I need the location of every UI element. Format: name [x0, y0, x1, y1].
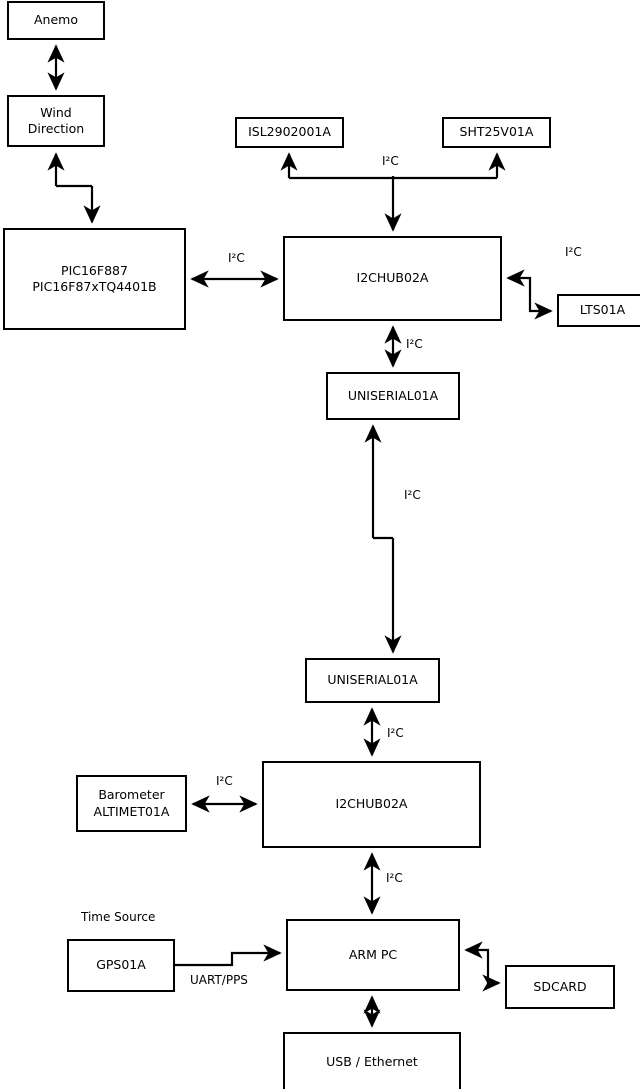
- node-wind-direction[interactable]: Wind Direction: [7, 95, 105, 147]
- edge-label-i2c-uniserial-hub2: I²C: [387, 726, 404, 740]
- node-anemo[interactable]: Anemo: [7, 1, 105, 40]
- node-sdcard[interactable]: SDCARD: [505, 965, 615, 1009]
- node-i2chub02a-top[interactable]: I2CHUB02A: [283, 236, 502, 321]
- edge-label-i2c-hub2-armpc: I²C: [386, 871, 403, 885]
- wire-hub-to-lts: [506, 269, 553, 320]
- wire-gps-armpc: [175, 944, 282, 967]
- edge-label-uart-pps: UART/PPS: [190, 973, 248, 987]
- edge-label-i2c-sensor-bus: I²C: [382, 154, 399, 168]
- node-usb-ethernet[interactable]: USB / Ethernet: [283, 1032, 461, 1089]
- node-arm-pc[interactable]: ARM PC: [286, 919, 460, 991]
- node-pic-microcontroller[interactable]: PIC16F887 PIC16F87xTQ4401B: [3, 228, 186, 330]
- label-time-source: Time Source: [81, 910, 156, 924]
- node-gps01a[interactable]: GPS01A: [67, 939, 175, 992]
- edge-label-i2c-hub-uniserial: I²C: [406, 337, 423, 351]
- edge-label-i2c-pic-hub: I²C: [228, 251, 245, 265]
- edge-label-i2c-lts: I²C: [565, 245, 582, 259]
- node-isl2902001a[interactable]: ISL2902001A: [235, 117, 344, 148]
- wire-armpc-sdcard: [464, 941, 501, 992]
- node-sht25v01a[interactable]: SHT25V01A: [442, 117, 551, 148]
- node-uniserial01a-lower[interactable]: UNISERIAL01A: [305, 658, 440, 703]
- edge-label-i2c-barometer: I²C: [216, 774, 233, 788]
- node-i2chub02a-bottom[interactable]: I2CHUB02A: [262, 761, 481, 848]
- node-barometer-altimet01a[interactable]: Barometer ALTIMET01A: [76, 775, 187, 832]
- edge-label-i2c-uniserial-link: I²C: [404, 488, 421, 502]
- node-uniserial01a-upper[interactable]: UNISERIAL01A: [326, 372, 460, 420]
- node-lts01a[interactable]: LTS01A: [557, 294, 640, 327]
